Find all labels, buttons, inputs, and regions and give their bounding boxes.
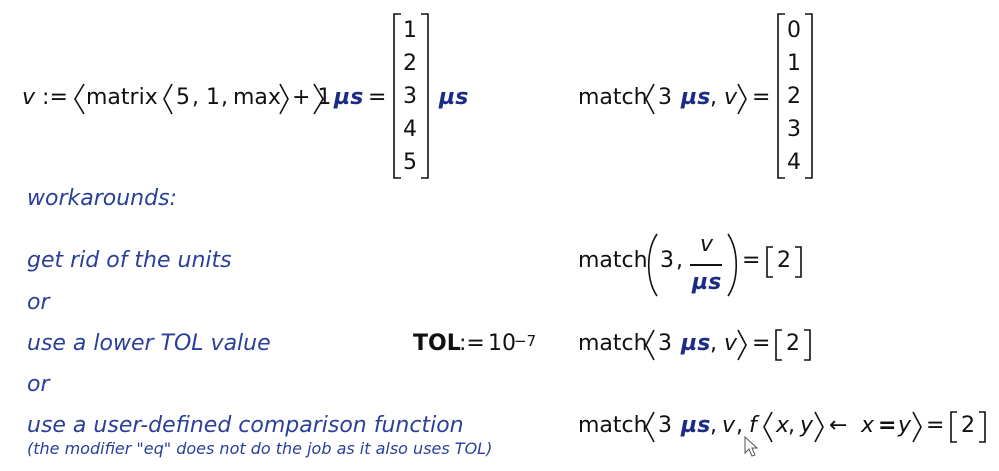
- result-value: 2: [786, 331, 800, 356]
- paren-close: [737, 329, 747, 361]
- tol-name: TOL: [413, 331, 461, 356]
- frac-numerator: v: [700, 232, 714, 257]
- bracket-left: [766, 246, 773, 278]
- arg-num: 3: [658, 85, 672, 110]
- f-arg-y: y: [800, 413, 814, 438]
- bracket-right: [805, 13, 813, 179]
- paren-open: [645, 83, 655, 115]
- result-matrix-2: 0 1 2 3 4: [787, 18, 801, 175]
- eq-x: x: [861, 413, 875, 438]
- mouse-cursor-icon: [744, 436, 759, 457]
- bracket-right: [421, 13, 429, 179]
- paren-open: [645, 329, 655, 361]
- func-f: f: [749, 413, 757, 438]
- fraction-bar: [690, 264, 722, 266]
- result-unit-us: µs: [439, 85, 469, 110]
- arg-var: v: [724, 331, 738, 356]
- paren-open: [645, 411, 655, 443]
- arg-unit: µs: [681, 331, 711, 356]
- eq-y: y: [898, 413, 912, 438]
- bracket-right: [979, 411, 986, 443]
- bracket-left: [950, 411, 957, 443]
- match-func: match: [578, 248, 648, 273]
- boolean-equals: =: [878, 413, 897, 438]
- paren-close-outer: [313, 83, 324, 115]
- matrix-arg1: 5: [176, 85, 190, 110]
- arg-var: v: [724, 85, 738, 110]
- bracket-left: [393, 13, 401, 179]
- tol-definition: TOL := 10 −7: [0, 0, 999, 356]
- paren-close-f: [814, 411, 824, 443]
- unit-us: µs: [334, 85, 364, 110]
- arg-num: 3: [658, 331, 672, 356]
- paren-open-f: [763, 411, 773, 443]
- local-assign-arrow: ←: [829, 413, 848, 438]
- matrix-arg2: 1: [206, 85, 220, 110]
- workarounds-label: workarounds:: [27, 186, 177, 211]
- match-func: match: [578, 331, 648, 356]
- equals-sign: =: [368, 85, 387, 110]
- workaround2-label: use a lower TOL value: [27, 331, 271, 356]
- matrix-arg3: max: [233, 85, 281, 110]
- bracket-right: [804, 329, 811, 361]
- arg-unit: µs: [681, 413, 711, 438]
- paren-close: [912, 411, 922, 443]
- assign-op: :=: [42, 85, 68, 110]
- bracket-right: [795, 246, 802, 278]
- bracket-left: [775, 329, 782, 361]
- result-value: 2: [961, 413, 975, 438]
- workaround3-label: use a user-defined comparison function: [27, 413, 464, 438]
- equals-sign: =: [752, 85, 771, 110]
- paren-close-inner: [279, 83, 289, 115]
- result-value: 2: [777, 248, 791, 273]
- result-matrix-1: 1 2 3 4 5: [403, 18, 417, 175]
- arg-var: v: [722, 413, 736, 438]
- f-arg-x: x: [776, 413, 790, 438]
- equals-sign: =: [742, 248, 761, 273]
- arg-num: 3: [660, 248, 674, 273]
- equals-sign: =: [926, 413, 945, 438]
- or-label-2: or: [27, 372, 50, 397]
- arg-num: 3: [658, 413, 672, 438]
- plus-one: + 1: [292, 85, 332, 110]
- tol-assign: :=: [459, 331, 485, 356]
- paren-close: [737, 83, 747, 115]
- tol-exponent: −7: [514, 332, 537, 350]
- paren-close-big: [727, 233, 737, 297]
- bracket-left: [777, 13, 785, 179]
- tol-base: 10: [488, 331, 516, 356]
- workaround1-label: get rid of the units: [27, 248, 232, 273]
- var-v: v: [22, 85, 36, 110]
- equals-sign: =: [752, 331, 771, 356]
- matrix-func: matrix: [86, 85, 158, 110]
- match-func: match: [578, 413, 648, 438]
- paren-open-big: [648, 233, 658, 297]
- workaround3-sublabel: (the modifier "eq" does not do the job a…: [27, 439, 493, 458]
- frac-denominator: µs: [692, 270, 722, 295]
- paren-open-inner: [163, 83, 173, 115]
- paren-open-outer: [74, 83, 85, 115]
- or-label-1: or: [27, 290, 50, 315]
- arg-unit: µs: [681, 85, 711, 110]
- match-func: match: [578, 85, 648, 110]
